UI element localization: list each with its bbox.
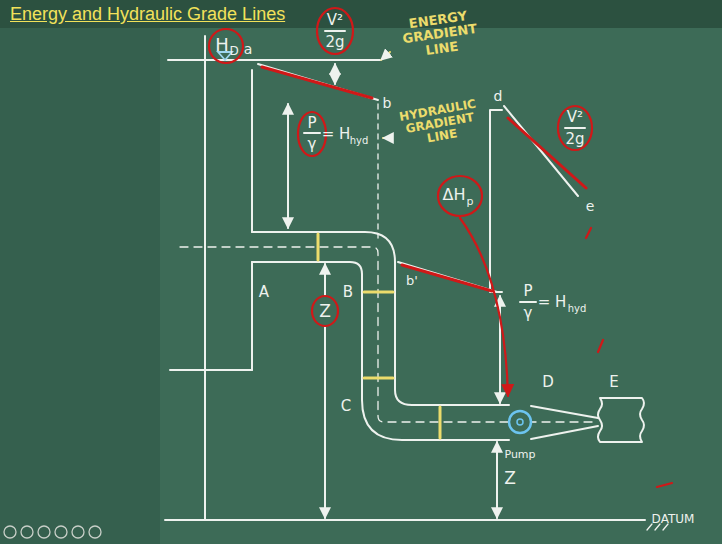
leader-line — [381, 52, 390, 60]
pipe-wall — [252, 232, 509, 405]
outlet-block — [598, 398, 644, 442]
highlight-circle — [317, 8, 353, 54]
dimension-arrow — [496, 442, 498, 518]
dashed-line — [377, 104, 378, 238]
section-mark — [439, 407, 442, 438]
section-mark — [364, 377, 393, 380]
highlight-circle — [438, 176, 482, 216]
toolbar-icon — [4, 526, 16, 538]
symbol-label: d — [494, 89, 503, 104]
tank-wall — [251, 70, 253, 232]
symbol-label: hyd — [568, 303, 587, 314]
dimension-arrow — [324, 327, 326, 518]
toolbar-icon — [89, 526, 101, 538]
symbol-label: e — [586, 199, 595, 214]
symbol-label: V² — [327, 12, 343, 29]
energy-line — [258, 64, 378, 100]
symbol-label: V² — [567, 109, 583, 126]
bracket — [490, 110, 502, 292]
symbol-label: = H — [322, 126, 351, 143]
fraction-bar — [325, 30, 345, 32]
nozzle — [531, 426, 598, 439]
symbol-label: D — [542, 374, 554, 391]
leader-line — [383, 137, 391, 139]
fraction-bar — [520, 301, 536, 303]
pipe-wall — [252, 262, 509, 440]
fraction-bar — [304, 132, 320, 134]
tank-wall — [251, 262, 253, 370]
head-dimension-line — [204, 36, 206, 519]
toolbar-icon — [55, 526, 67, 538]
symbol-label: ΔH — [443, 186, 466, 204]
pipe-centerline — [180, 247, 598, 422]
symbol-label: DATUM — [652, 513, 695, 526]
symbol-label: P — [523, 283, 532, 300]
symbol-label: b' — [406, 274, 418, 288]
symbol-label: H — [215, 35, 229, 55]
nozzle — [531, 406, 598, 418]
symbol-label: E — [609, 374, 618, 391]
dimension-arrow — [324, 264, 326, 296]
symbol-label: γ — [524, 305, 533, 322]
toolbar-icon — [21, 526, 33, 538]
slide-title: Energy and Hydraulic Grade Lines — [10, 4, 285, 25]
symbol-label: A — [259, 284, 269, 301]
highlight-stroke — [508, 118, 586, 188]
symbol-label: Pump — [504, 449, 535, 461]
symbol-label: B — [343, 284, 353, 301]
highlight-circle — [558, 106, 592, 150]
symbol-label: Z — [504, 469, 516, 488]
toolbar-icon — [72, 526, 84, 538]
hydraulic-line — [398, 262, 497, 292]
title-strip — [0, 0, 722, 28]
highlight-stroke — [262, 67, 372, 98]
symbol-label: = H — [538, 294, 567, 311]
dimension-arrow — [334, 64, 336, 84]
fraction-bar — [565, 127, 585, 129]
section-mark — [364, 291, 393, 294]
symbol-label: P — [307, 115, 316, 132]
section-mark — [317, 234, 320, 260]
highlight-tick — [657, 483, 672, 487]
symbol-label: p — [467, 196, 474, 208]
symbol-label: hyd — [350, 135, 369, 146]
highlight-circle — [312, 296, 338, 326]
pump-symbol — [517, 419, 523, 425]
datum-line — [165, 519, 645, 521]
toolbar-icon — [38, 526, 50, 538]
total-head-line — [168, 59, 380, 61]
highlight-tick — [586, 228, 591, 238]
highlight-tick — [598, 340, 603, 352]
dimension-arrow — [287, 104, 289, 228]
highlight-circle — [209, 29, 243, 63]
symbol-label: 2g — [325, 34, 344, 51]
symbol-label: γ — [308, 136, 317, 153]
symbol-label: 2g — [565, 131, 584, 148]
highlight-stroke — [402, 265, 492, 291]
chalkboard — [160, 28, 722, 544]
symbol-label: C — [341, 398, 351, 415]
pump-symbol — [509, 411, 531, 433]
tank-bottom — [170, 369, 252, 371]
symbol-label: b — [383, 96, 392, 111]
symbol-label: a — [244, 42, 253, 57]
symbol-label: Z — [319, 302, 331, 321]
symbol-label: D — [229, 45, 238, 58]
highlight-arrow — [460, 218, 508, 396]
